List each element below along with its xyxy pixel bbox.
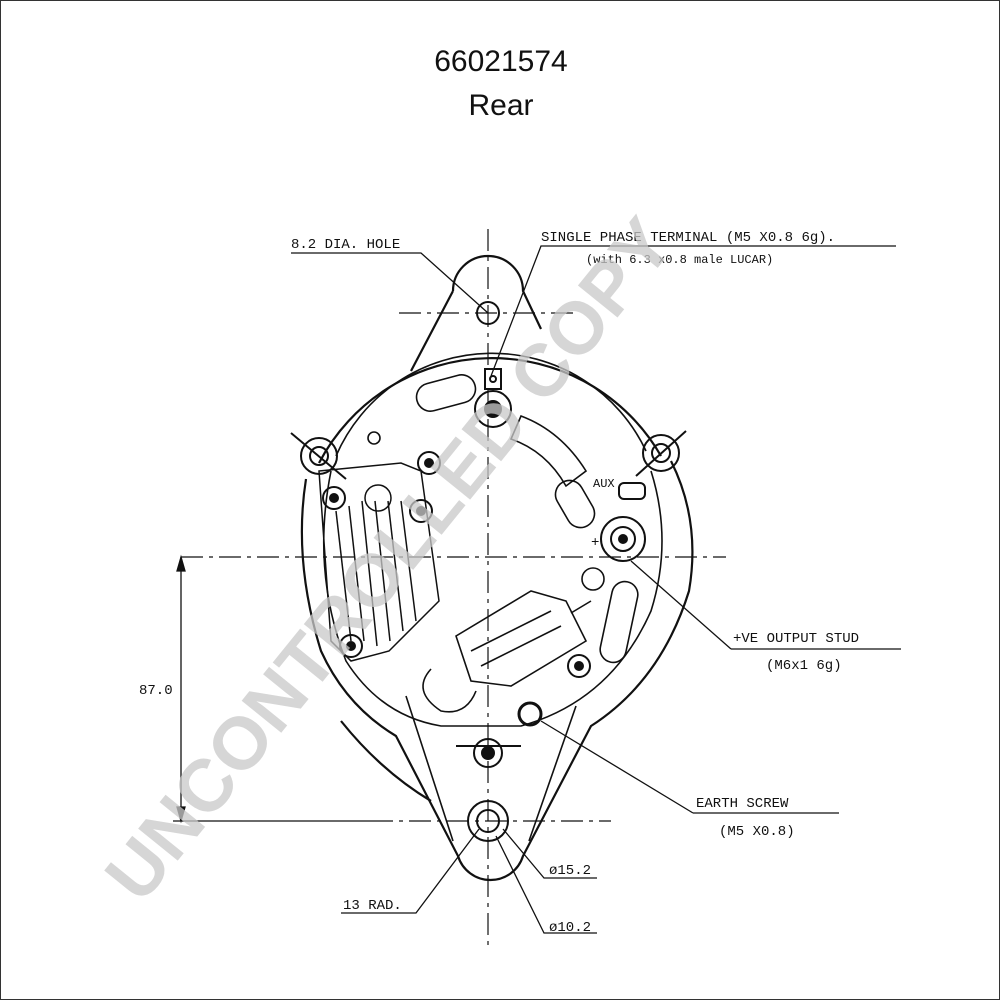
dimension-87-label: 87.0: [139, 683, 173, 699]
earth-screw: [517, 701, 543, 727]
mounting-ear-left: [290, 432, 347, 480]
pivot-hole-bottom: [467, 800, 509, 842]
hole-label: 8.2 DIA. HOLE: [291, 237, 400, 253]
uncontrolled-copy-watermark: UNCONTROLLED COPY: [89, 202, 689, 916]
mounting-hole-top: [476, 301, 500, 325]
heatsink: [318, 462, 440, 662]
earth-screw-label: EARTH SCREW: [696, 796, 789, 812]
earth-screw-sublabel: (M5 X0.8): [719, 824, 795, 840]
single-phase-sublabel: (with 6.3 x0.8 male LUCAR): [586, 253, 773, 267]
output-stud-sublabel: (M6x1 6g): [766, 658, 842, 674]
part-number-title: 66021574: [434, 45, 568, 78]
center-lines: [181, 229, 726, 946]
mounting-ear-right: [635, 430, 687, 477]
leader-lines: [291, 245, 901, 934]
rectifier-block: [422, 590, 592, 713]
output-stud-label: +VE OUTPUT STUD: [733, 631, 859, 647]
housing-outline: [300, 254, 694, 882]
terminals: [322, 368, 646, 768]
aux-label: AUX: [593, 477, 615, 491]
view-subtitle: Rear: [468, 89, 534, 122]
dia-15-label: ø15.2: [549, 863, 591, 879]
mounting-bosses: [290, 301, 687, 842]
dia-10-label: ø10.2: [549, 920, 591, 936]
slots: [367, 374, 639, 664]
plus-label: +: [591, 535, 599, 551]
rad-13-label: 13 RAD.: [343, 898, 402, 914]
dimension-87: [173, 554, 371, 824]
output-stud: [600, 516, 646, 562]
single-phase-label: SINGLE PHASE TERMINAL (M5 X0.8 6g).: [541, 230, 835, 246]
aux-terminal: [618, 482, 646, 500]
